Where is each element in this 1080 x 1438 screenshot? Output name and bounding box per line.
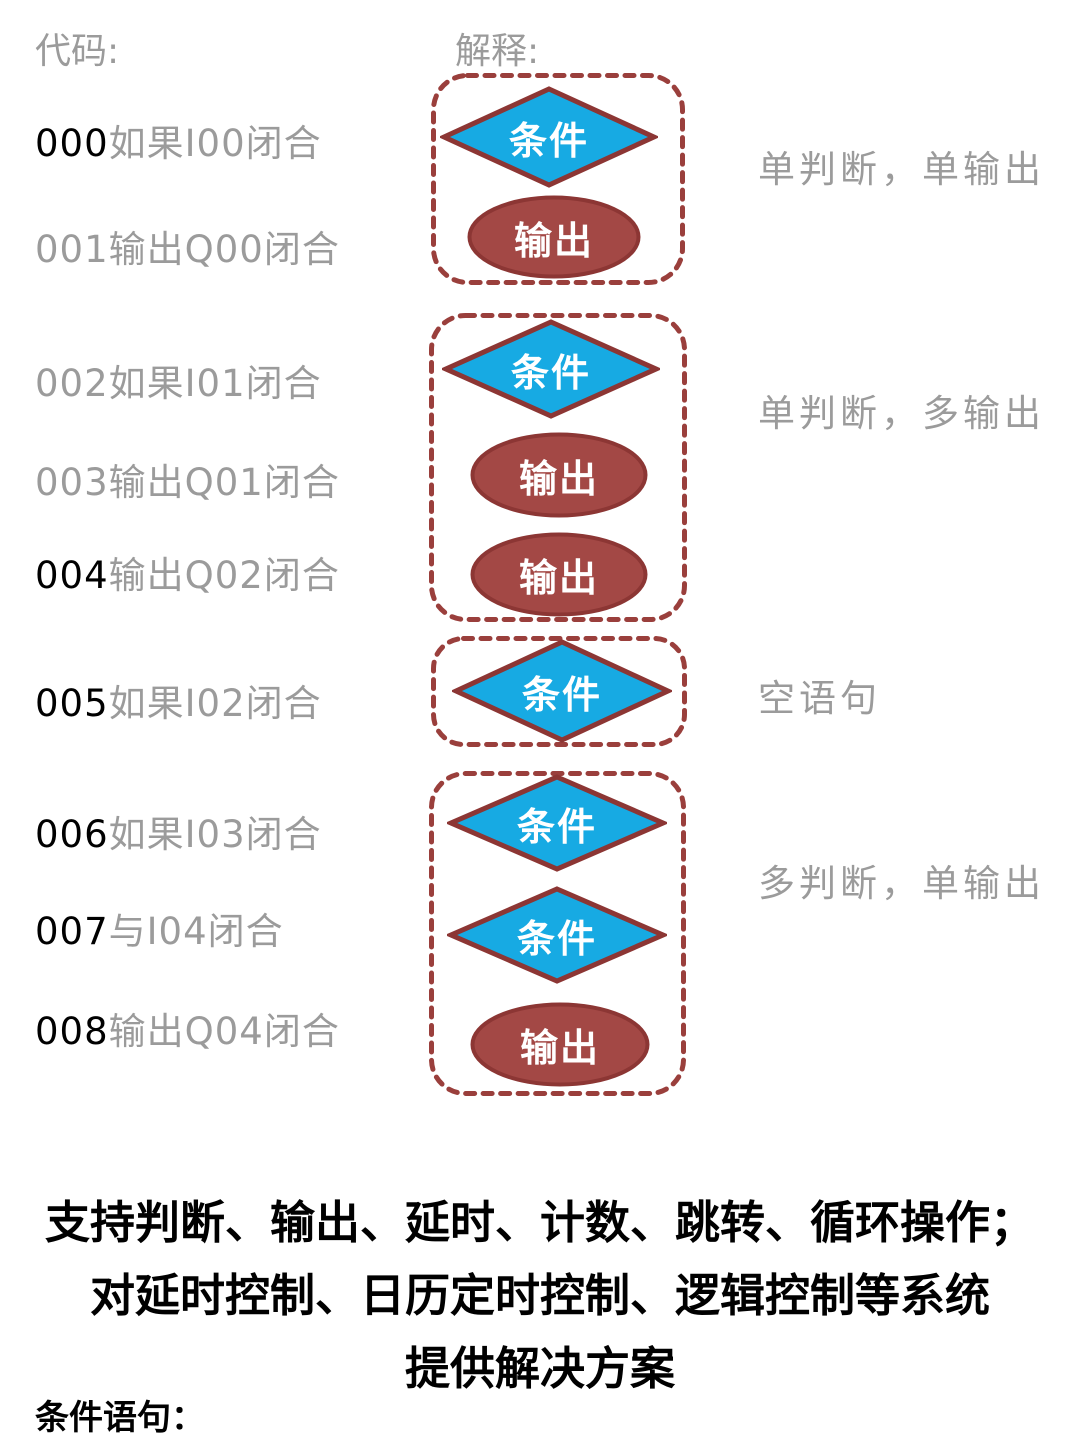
group-annotation: 单判断，多输出 xyxy=(758,392,1045,435)
code-line-number: 006 xyxy=(35,813,109,856)
dashed-border xyxy=(429,313,687,622)
output-node: 输出 xyxy=(470,432,648,518)
output-node: 输出 xyxy=(467,195,641,279)
code-line-text: 输出Q04闭合 xyxy=(108,1010,340,1053)
code-line-text: 输出Q02闭合 xyxy=(108,554,340,597)
code-column-header: 代码: xyxy=(35,31,120,72)
code-line-text: 如果I02闭合 xyxy=(108,682,322,725)
code-line: 001输出Q00闭合 xyxy=(35,219,340,273)
code-line: 002如果I01闭合 xyxy=(35,353,322,407)
code-line: 007与I04闭合 xyxy=(35,901,284,955)
ellipse-shape xyxy=(470,432,648,518)
condition-label: 条件 xyxy=(521,672,602,717)
output-label: 输出 xyxy=(513,218,594,263)
condition-node: 条件 xyxy=(452,639,672,743)
condition-label: 条件 xyxy=(516,804,597,849)
diamond-shape xyxy=(440,86,658,188)
code-line-number: 008 xyxy=(35,1010,109,1053)
condition-label: 条件 xyxy=(508,118,589,163)
diamond-shape xyxy=(447,774,667,872)
code-line: 003输出Q01闭合 xyxy=(35,452,340,506)
diamond-shape xyxy=(452,639,672,743)
dashed-border xyxy=(431,73,685,285)
code-line: 005如果I02闭合 xyxy=(35,673,322,727)
condition-node: 条件 xyxy=(442,319,660,419)
dashed-border xyxy=(429,771,686,1096)
code-line: 004输出Q02闭合 xyxy=(35,545,340,599)
summary-line: 提供解决方案 xyxy=(404,1342,675,1395)
output-node: 输出 xyxy=(470,532,648,617)
group-annotation: 多判断，单输出 xyxy=(758,862,1045,905)
condition-label: 条件 xyxy=(516,916,597,961)
diamond-shape xyxy=(447,886,667,984)
flow-group-empty-statement: 条件 xyxy=(430,635,688,748)
condition-node: 条件 xyxy=(447,774,667,872)
summary-line: 对延时控制、日历定时控制、逻辑控制等系统 xyxy=(89,1269,990,1322)
explain-column-header: 解释: xyxy=(455,31,540,72)
output-label: 输出 xyxy=(519,1026,600,1070)
group-annotation: 单判断，单输出 xyxy=(758,148,1045,191)
dashed-border xyxy=(431,636,687,747)
ellipse-shape xyxy=(467,195,641,279)
code-line: 008输出Q04闭合 xyxy=(35,1001,340,1055)
output-label: 输出 xyxy=(518,456,599,501)
code-line: 006如果I03闭合 xyxy=(35,804,322,858)
flow-group-single-judge-multi-output: 条件 输出 输出 xyxy=(428,312,688,623)
code-line-number: 000 xyxy=(35,122,109,165)
code-line-text: 如果I03闭合 xyxy=(108,813,322,856)
output-node: 输出 xyxy=(470,1002,650,1087)
code-line-number: 007 xyxy=(35,910,109,953)
code-line-number: 005 xyxy=(35,682,109,725)
code-line-text: 如果I00闭合 xyxy=(108,122,322,165)
output-label: 输出 xyxy=(518,556,599,600)
group-annotation: 空语句 xyxy=(758,677,881,720)
code-line-text: 输出Q01闭合 xyxy=(108,461,340,504)
code-line-number: 004 xyxy=(35,554,109,597)
section-label: 条件语句： xyxy=(35,1398,205,1438)
code-line-text: 与I04闭合 xyxy=(108,910,284,953)
code-line-number: 002 xyxy=(35,362,109,405)
code-line-text: 输出Q00闭合 xyxy=(108,228,340,271)
flow-group-multi-judge-single-output: 条件 条件 输出 xyxy=(428,770,687,1097)
ellipse-shape xyxy=(470,532,648,617)
diamond-shape xyxy=(442,319,660,419)
condition-node: 条件 xyxy=(447,886,667,984)
ellipse-shape xyxy=(470,1002,650,1087)
summary-line: 支持判断、输出、延时、计数、跳转、循环操作； xyxy=(44,1196,1035,1249)
flow-group-single-judge-single-output: 条件 输出 xyxy=(430,72,686,286)
code-line-number: 001 xyxy=(35,228,109,271)
condition-label: 条件 xyxy=(510,350,591,395)
code-line: 000如果I00闭合 xyxy=(35,113,322,167)
code-line-text: 如果I01闭合 xyxy=(108,362,322,405)
code-line-number: 003 xyxy=(35,461,109,504)
condition-node: 条件 xyxy=(440,86,658,188)
